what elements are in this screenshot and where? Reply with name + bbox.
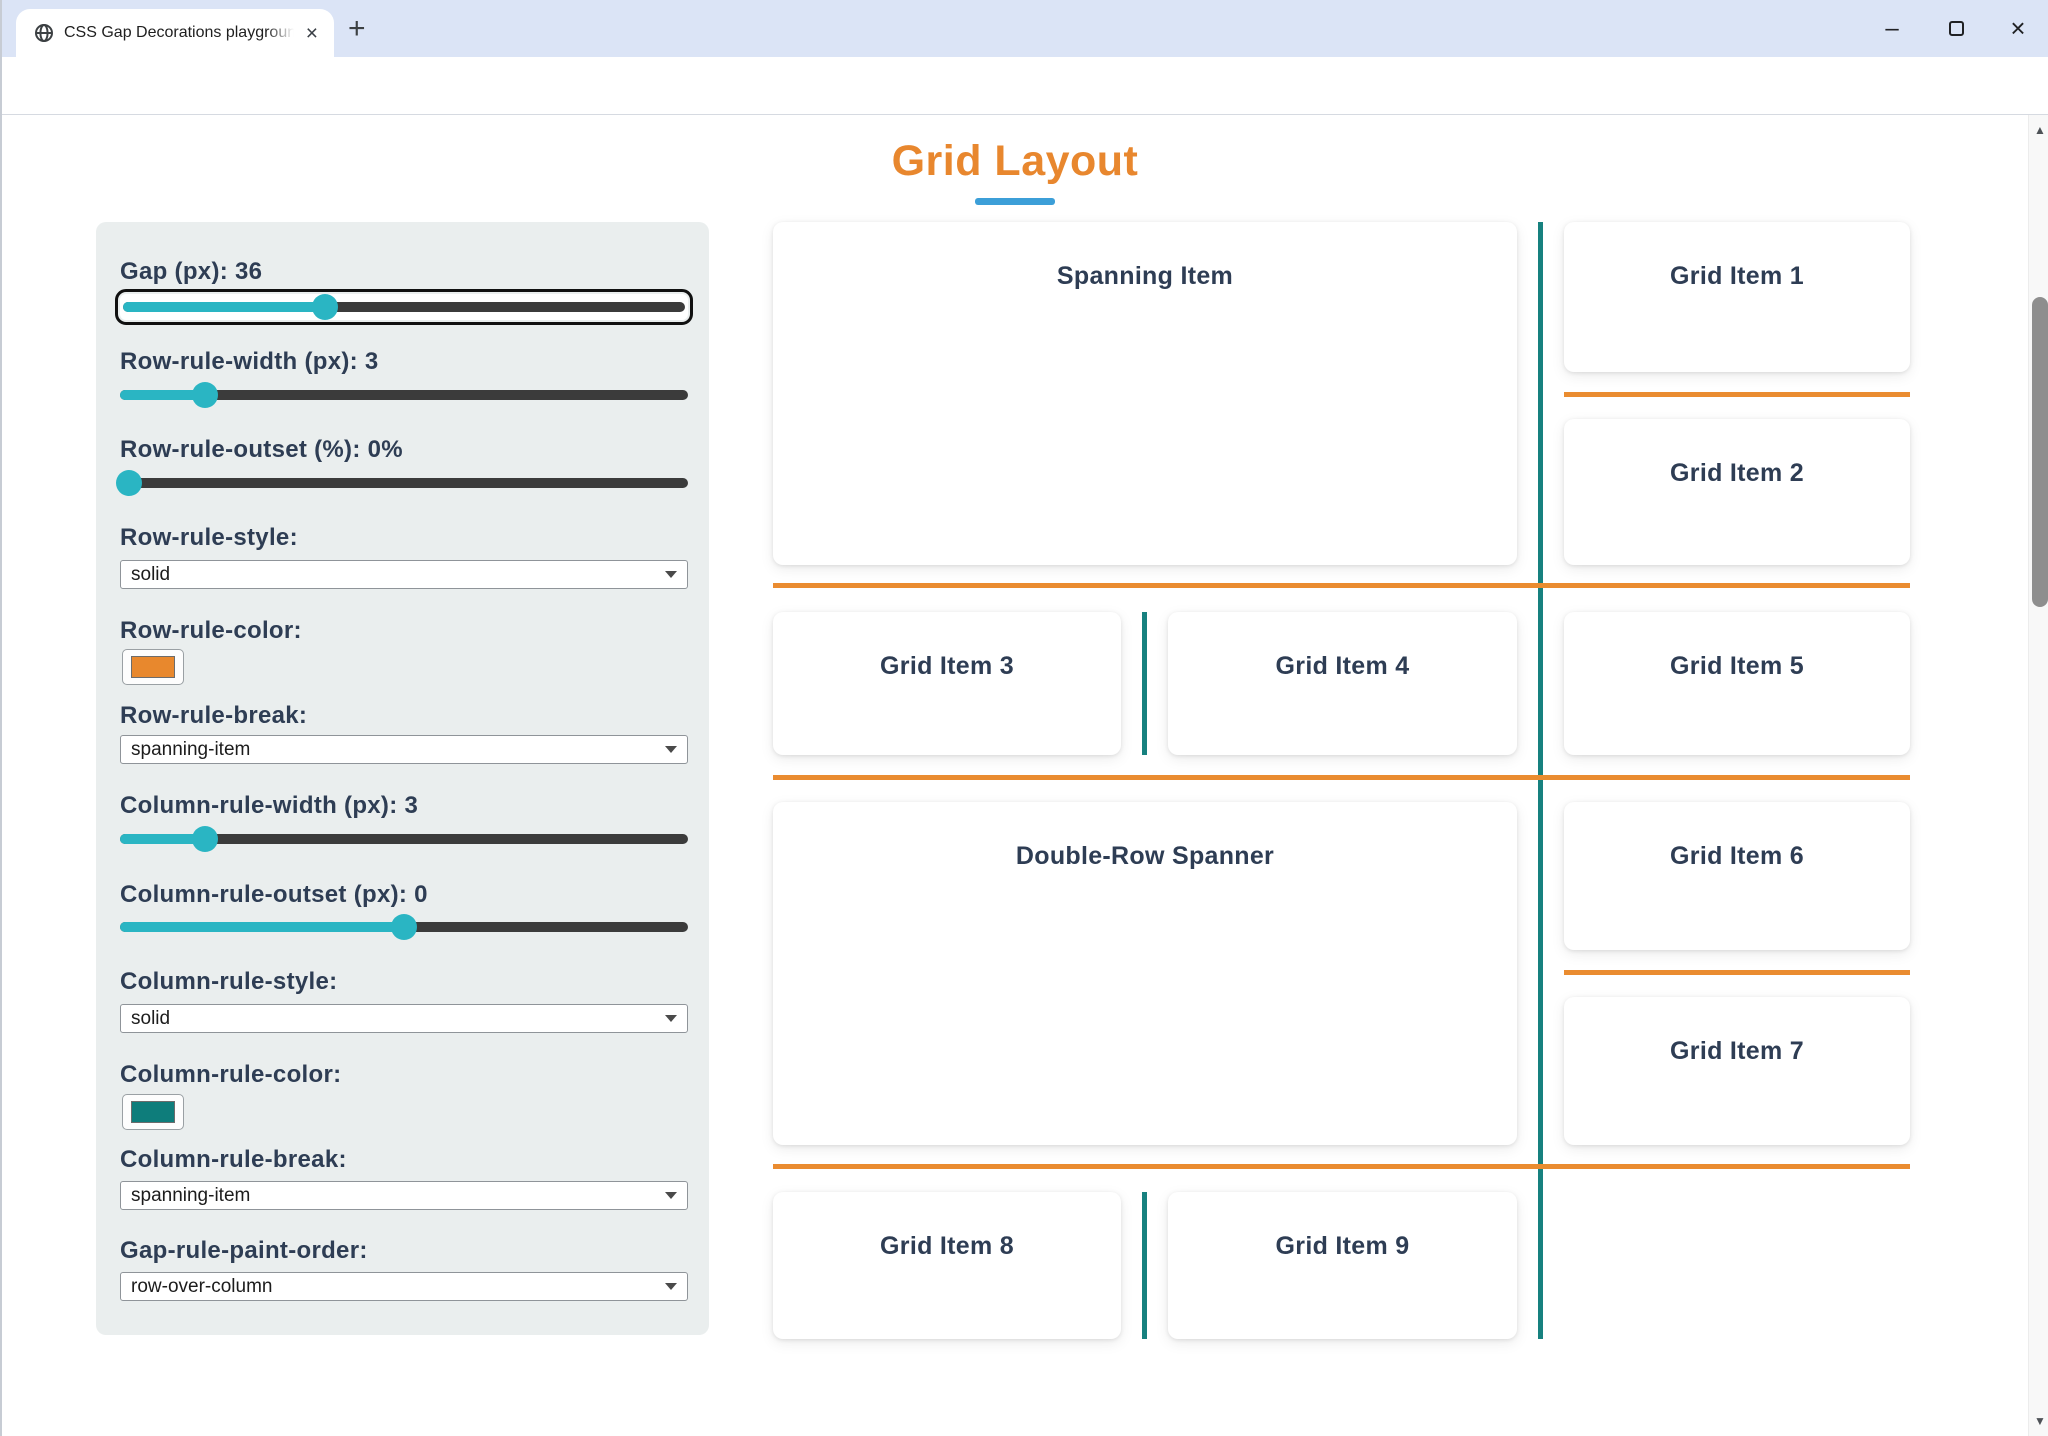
gap-rule-paint-order-select[interactable]: row-over-column [120, 1272, 688, 1301]
color-swatch [131, 656, 175, 678]
row-rule-under-item6 [1564, 970, 1910, 975]
column-rule-left-row3 [1142, 612, 1147, 755]
browser-tab[interactable]: CSS Gap Decorations playgroun × [16, 9, 334, 57]
grid-card-6: Grid Item 6 [1564, 802, 1910, 950]
slider-track[interactable] [123, 294, 685, 320]
globe-favicon-icon [35, 24, 53, 42]
row-rule-color-input[interactable] [122, 649, 184, 685]
column-rule-right [1538, 222, 1543, 1339]
grid-card-8: Grid Item 8 [773, 1192, 1121, 1339]
column-rule-color-input[interactable] [122, 1094, 184, 1130]
row-rule-outset-label: Row-rule-outset (%): 0% [120, 436, 403, 463]
grid-card-7: Grid Item 7 [1564, 997, 1910, 1145]
grid-card-double-row-spanner: Double-Row Spanner [773, 802, 1517, 1145]
select-value: row-over-column [131, 1275, 273, 1297]
new-tab-button[interactable]: + [348, 12, 366, 45]
select-value: solid [131, 563, 171, 585]
column-rule-style-label: Column-rule-style: [120, 968, 338, 995]
browser-toolbar: ← → ⟳ microsoftedge.github.io/Demos/css-… [2, 57, 2048, 164]
select-value: spanning-item [131, 738, 251, 760]
page-content: Grid Layout Gap (px): 36 Row-rule-width … [2, 115, 2048, 1436]
slider-thumb[interactable] [192, 826, 219, 852]
grid-card-2: Grid Item 2 [1564, 419, 1910, 565]
slider-fill [120, 826, 219, 852]
grid-card-9: Grid Item 9 [1168, 1192, 1517, 1339]
column-rule-width-slider[interactable] [120, 826, 688, 852]
row-rule-full-3 [773, 1164, 1910, 1169]
column-rule-break-label: Column-rule-break: [120, 1146, 347, 1173]
grid-card-5: Grid Item 5 [1564, 612, 1910, 755]
controls-panel: Gap (px): 36 Row-rule-width (px): 3 Row-… [96, 222, 709, 1335]
grid-card-3: Grid Item 3 [773, 612, 1121, 755]
select-value: spanning-item [131, 1184, 251, 1206]
row-rule-full-2 [773, 775, 1910, 780]
row-rule-style-label: Row-rule-style: [120, 524, 298, 551]
column-rule-break-select[interactable]: spanning-item [120, 1181, 688, 1210]
row-rule-width-label: Row-rule-width (px): 3 [120, 348, 379, 375]
window-close-button[interactable]: × [2010, 13, 2026, 43]
scroll-down-icon[interactable]: ▼ [2034, 1414, 2046, 1428]
slider-fill [120, 914, 417, 940]
chevron-down-icon [665, 1283, 677, 1290]
slider-thumb[interactable] [115, 470, 142, 496]
slider-track[interactable] [120, 914, 688, 940]
chevron-down-icon [665, 1192, 677, 1199]
color-swatch [131, 1101, 175, 1123]
column-rule-outset-slider[interactable] [120, 914, 688, 940]
grid-card-1: Grid Item 1 [1564, 222, 1910, 372]
window-maximize-button[interactable] [1932, 0, 1980, 57]
slider-thumb[interactable] [192, 382, 219, 408]
chevron-down-icon [665, 1015, 677, 1022]
maximize-icon [1948, 21, 1964, 36]
column-rule-left-row6 [1142, 1192, 1147, 1339]
gap-slider-label: Gap (px): 36 [120, 258, 263, 285]
gap-slider[interactable] [115, 289, 693, 325]
row-rule-full-1 [773, 583, 1910, 588]
row-rule-under-item1 [1564, 392, 1910, 397]
column-rule-color-label: Column-rule-color: [120, 1061, 342, 1088]
row-rule-color-label: Row-rule-color: [120, 617, 302, 644]
title-underline [975, 198, 1055, 205]
tab-bar: CSS Gap Decorations playgroun × + – × [2, 0, 2048, 57]
tab-title: CSS Gap Decorations playgroun [64, 24, 294, 41]
slider-track[interactable] [115, 470, 688, 496]
column-rule-style-select[interactable]: solid [120, 1004, 688, 1033]
row-rule-width-slider[interactable] [120, 382, 688, 408]
window-minimize-button[interactable]: – [1885, 14, 1899, 42]
slider-thumb[interactable] [391, 914, 417, 940]
row-rule-break-label: Row-rule-break: [120, 702, 308, 729]
gap-rule-paint-order-label: Gap-rule-paint-order: [120, 1237, 368, 1264]
grid-card-4: Grid Item 4 [1168, 612, 1517, 755]
column-rule-width-label: Column-rule-width (px): 3 [120, 792, 419, 819]
page-title: Grid Layout [891, 137, 1139, 185]
column-rule-outset-label: Column-rule-outset (px): 0 [120, 881, 428, 908]
row-rule-break-select[interactable]: spanning-item [120, 735, 688, 764]
scrollbar-thumb[interactable] [2032, 297, 2048, 607]
chevron-down-icon [665, 746, 677, 753]
row-rule-style-select[interactable]: solid [120, 560, 688, 589]
grid-card-spanning-item: Spanning Item [773, 222, 1517, 565]
slider-track[interactable] [120, 382, 688, 408]
select-value: solid [131, 1007, 171, 1029]
row-rule-outset-slider[interactable] [115, 470, 688, 496]
scroll-up-icon[interactable]: ▲ [2034, 123, 2046, 137]
tab-close-icon[interactable]: × [305, 21, 318, 45]
grid-demo: Spanning Item Grid Item 1 Grid Item 2 Gr… [773, 222, 1910, 1339]
slider-fill [123, 294, 339, 320]
scrollbar[interactable]: ▲ ▼ [2028, 115, 2048, 1436]
chevron-down-icon [665, 571, 677, 578]
slider-thumb[interactable] [312, 294, 339, 320]
slider-fill [120, 382, 219, 408]
slider-track[interactable] [120, 826, 688, 852]
slider-fill [115, 470, 142, 496]
